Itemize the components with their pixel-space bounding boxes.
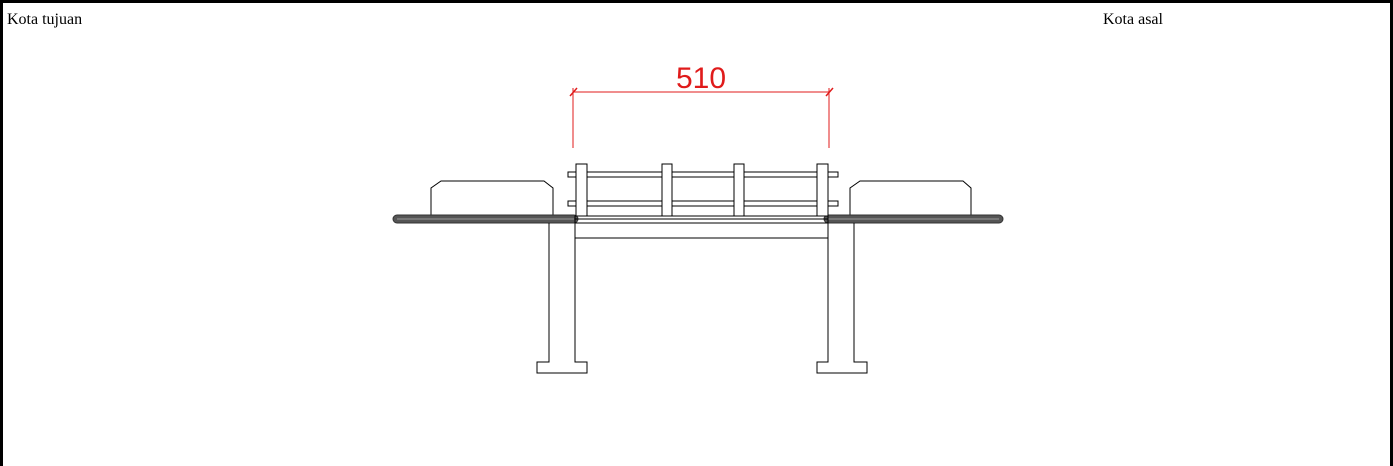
dimension-tick-right [825, 87, 834, 97]
railing-post-4 [816, 163, 829, 217]
rail-bottom [567, 200, 839, 207]
railing-post-3 [733, 163, 745, 217]
dimension-tick-left [569, 87, 578, 97]
bridge-deck [574, 215, 829, 239]
left-pier [536, 223, 588, 374]
dimension-value: 510 [676, 62, 726, 95]
rail-top [567, 171, 839, 178]
right-curb-block [849, 180, 972, 218]
destination-city-label: Kota tujuan [7, 11, 83, 28]
railing-post-1 [575, 163, 588, 217]
left-curb-block [430, 180, 554, 218]
left-abutment [392, 180, 588, 374]
dimension-annotation: 510 [569, 62, 834, 148]
right-abutment [816, 180, 1004, 374]
railing-post-2 [661, 163, 673, 217]
right-pier [816, 223, 868, 374]
origin-city-label: Kota asal [1103, 11, 1163, 28]
railing [567, 163, 839, 217]
deck-slab [574, 215, 829, 239]
